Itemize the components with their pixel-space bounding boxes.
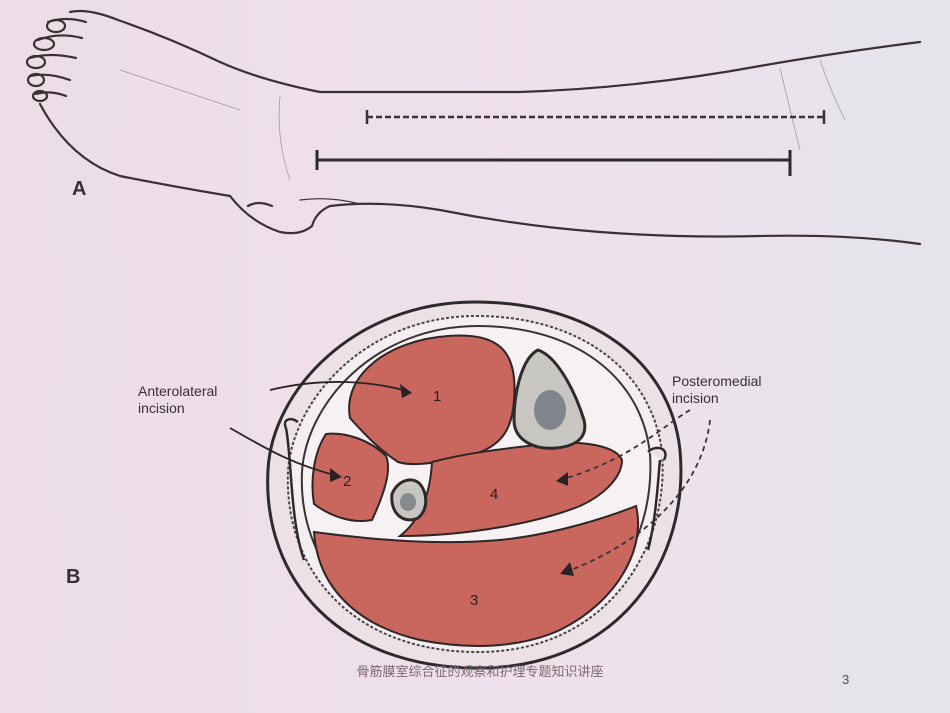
compartment-2-label: 2 (343, 473, 352, 490)
posteromedial-incision-label: Posteromedial incision (672, 373, 762, 406)
compartment-3-label: 3 (470, 592, 479, 609)
slide-footer: 骨筋膜室综合征的观察和护理专题知识讲座 3 (0, 660, 950, 713)
panel-a-label: A (72, 178, 87, 200)
anterolateral-incision-label: Anterolateral incision (138, 383, 218, 416)
compartment-4-label: 4 (490, 486, 499, 503)
cross-section-diagram (266, 300, 683, 670)
panel-b-label: B (66, 566, 81, 588)
page-number: 3 (842, 672, 850, 687)
compartment-1-label: 1 (433, 388, 442, 405)
footer-title: 骨筋膜室综合征的观察和护理专题知识讲座 (356, 664, 604, 679)
